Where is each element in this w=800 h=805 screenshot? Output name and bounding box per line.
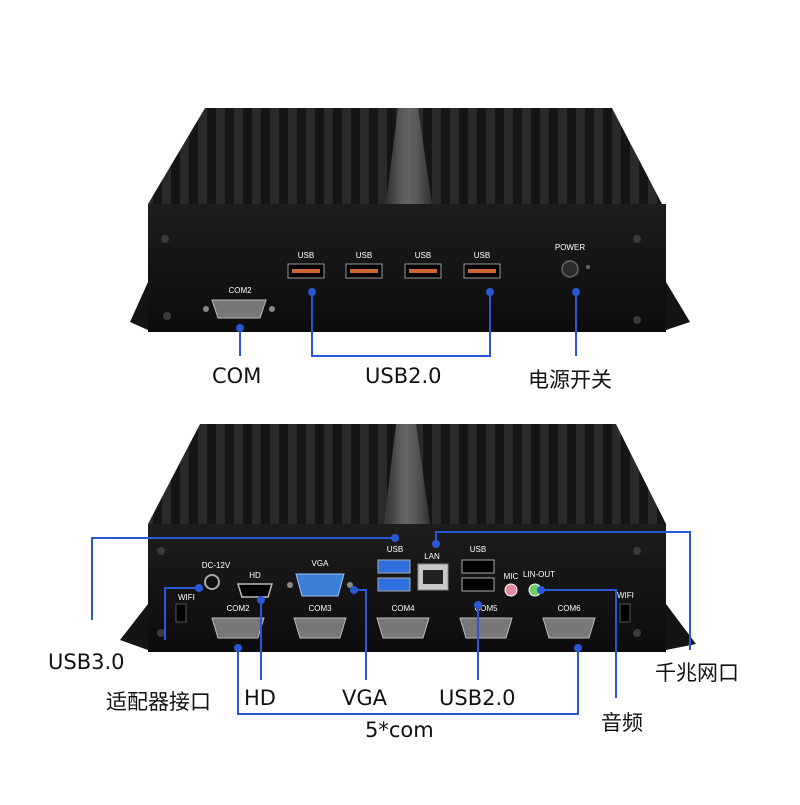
com-port <box>459 617 513 639</box>
usb-port-group: USB USB USB USB <box>287 251 501 279</box>
wifi-label-left: WIFI <box>178 593 195 602</box>
callout-usb3: USB3.0 <box>48 650 125 674</box>
screw-icon <box>203 306 209 312</box>
callout-com: COM <box>212 364 262 388</box>
lan-label: LAN <box>424 552 440 561</box>
com-port <box>293 617 347 639</box>
screw-icon <box>633 235 641 243</box>
dc-label: DC-12V <box>202 561 231 570</box>
com-port <box>542 617 596 639</box>
power-led <box>586 265 590 269</box>
usb-port-label: USB <box>474 251 490 260</box>
com-port <box>376 617 430 639</box>
usb-port-label: USB <box>356 251 372 260</box>
usb3-label: USB <box>387 545 403 554</box>
screw-icon <box>163 312 171 320</box>
com-port-label: COM2 <box>226 604 250 613</box>
top-callout-lines <box>239 292 577 357</box>
callout-adapter: 适配器接口 <box>106 690 211 714</box>
vga-port <box>295 573 345 597</box>
com-port <box>211 299 267 319</box>
usb3-port <box>377 577 411 592</box>
callout-usb2: USB2.0 <box>365 364 442 388</box>
screw-icon <box>633 316 641 324</box>
com-port <box>211 617 265 639</box>
right-mount-bracket <box>666 604 696 650</box>
wifi-antenna-port <box>619 603 631 623</box>
wifi-antenna-port <box>175 603 187 623</box>
left-mount-bracket <box>130 282 148 330</box>
com-port-label: COM3 <box>308 604 332 613</box>
callout-5com: 5*com <box>365 718 434 742</box>
com-port-label: COM2 <box>228 286 252 295</box>
bottom-callout-lines <box>91 531 691 715</box>
com-port-label: COM4 <box>391 604 415 613</box>
vga-label: VGA <box>312 559 330 568</box>
usb-port-label: USB <box>298 251 314 260</box>
hd-port <box>236 583 274 598</box>
mic-jack <box>504 583 518 597</box>
callout-gigabit-lan: 千兆网口 <box>655 661 739 685</box>
lineout-label: LIN-OUT <box>523 570 555 579</box>
screw-icon <box>633 629 641 637</box>
callout-usb2-rear: USB2.0 <box>439 686 516 710</box>
power-button <box>561 260 579 278</box>
bottom-device: WIFI WIFI DC-12V HD VGA USB LAN USB MIC … <box>91 424 696 715</box>
com-port-label: COM5 <box>474 604 498 613</box>
usb2-port <box>461 577 495 592</box>
heatsink-center-stripe <box>386 108 432 204</box>
power-label: POWER <box>555 243 585 252</box>
screw-icon <box>161 235 169 243</box>
com-port-label: COM6 <box>557 604 581 613</box>
usb2-port <box>461 559 495 574</box>
screw-icon <box>157 547 165 555</box>
dc-jack <box>204 574 220 590</box>
screw-icon <box>633 547 641 555</box>
right-mount-bracket <box>666 282 690 330</box>
mic-label: MIC <box>504 572 519 581</box>
callout-vga: VGA <box>342 686 388 710</box>
top-device: COM2 USB USB USB USB POWER <box>130 108 690 357</box>
hd-label: HD <box>249 571 261 580</box>
wifi-label-right: WIFI <box>617 591 634 600</box>
screw-icon <box>157 629 165 637</box>
screw-icon <box>269 306 275 312</box>
callout-hd: HD <box>244 686 276 710</box>
usb-port-label: USB <box>415 251 431 260</box>
callout-audio: 音频 <box>601 711 643 735</box>
callout-power-switch: 电源开关 <box>528 368 612 392</box>
heatsink-center-stripe <box>384 424 430 524</box>
left-mount-bracket <box>120 604 148 650</box>
usb3-port <box>377 559 411 574</box>
usb2-label: USB <box>470 545 486 554</box>
com-port-group: COM2 COM3 COM4 COM5 COM6 <box>211 604 596 639</box>
